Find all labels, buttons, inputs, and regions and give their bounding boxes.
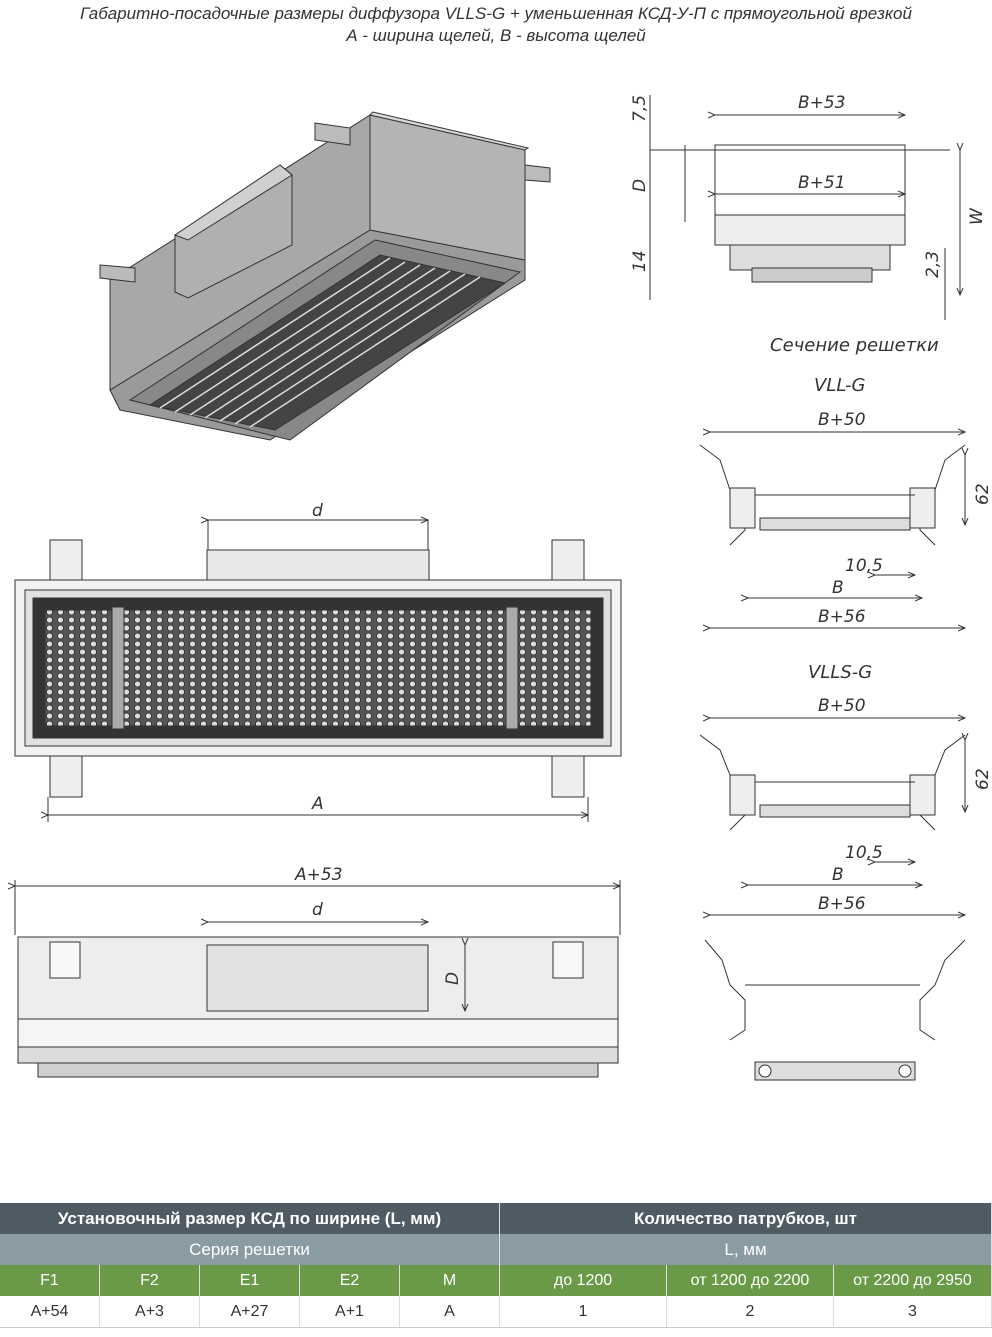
section-top-width: B+53 — [798, 93, 846, 113]
spec-table: Установочный размер КСД по ширине (L, мм… — [0, 1203, 992, 1328]
vlls-g-b: B — [832, 865, 844, 885]
vll-g-drawing — [699, 432, 965, 628]
diagram-subtitle: А - ширина щелей, В - высота щелей — [346, 26, 646, 45]
col-m: M — [399, 1265, 500, 1296]
front-view — [14, 520, 622, 822]
col-1200-2200: от 1200 до 2200 — [666, 1265, 834, 1296]
section-inner-width: B+51 — [798, 173, 846, 193]
section-h3: 14 — [630, 250, 650, 272]
plan-d-label: d — [312, 900, 323, 920]
plan-view — [15, 880, 620, 1078]
vlls-g-top: B+50 — [818, 696, 866, 716]
cell-e2: A+1 — [299, 1296, 400, 1328]
spec-header-row-1: Установочный размер КСД по ширине (L, мм… — [0, 1203, 992, 1234]
cell-f1: A+54 — [0, 1296, 100, 1328]
header-install-size: Установочный размер КСД по ширине (L, мм… — [0, 1203, 500, 1234]
front-a-label: A — [311, 794, 324, 814]
vlls-g-name: VLLS-G — [808, 662, 872, 683]
header-length: L, мм — [499, 1234, 992, 1265]
exploded-detail — [704, 939, 966, 1081]
header-pipe-count: Количество патрубков, шт — [499, 1203, 992, 1234]
col-f2: F2 — [99, 1265, 200, 1296]
vll-g-side: 62 — [973, 483, 992, 505]
section-w: W — [967, 207, 987, 225]
vlls-g-drawing — [699, 718, 965, 915]
vll-g-gap: 10,5 — [845, 556, 883, 576]
col-f1: F1 — [0, 1265, 100, 1296]
vll-g-top: B+50 — [818, 410, 866, 430]
header-grille-series: Серия решетки — [0, 1234, 500, 1265]
isometric-view — [99, 111, 551, 441]
plan-d-height: D — [443, 972, 463, 985]
diagram-title: Габаритно-посадочные размеры диффузора V… — [80, 4, 912, 23]
col-to-1200: до 1200 — [499, 1265, 667, 1296]
spec-data-row: A+54 A+3 A+27 A+1 A 1 2 3 — [0, 1296, 992, 1328]
cell-1200-2200: 2 — [666, 1296, 834, 1328]
vll-g-b: B — [832, 578, 844, 598]
section-caption: Сечение решетки — [770, 335, 939, 356]
col-e1: E1 — [199, 1265, 300, 1296]
section-h2: D — [630, 179, 650, 192]
cell-2200-2950: 3 — [833, 1296, 992, 1328]
vlls-g-gap: 10,5 — [845, 843, 883, 863]
section-h4: 2,3 — [923, 251, 943, 278]
vll-g-name: VLL-G — [814, 375, 865, 396]
section-drawing — [649, 95, 960, 320]
cell-f2: A+3 — [99, 1296, 200, 1328]
vll-g-bottom: B+56 — [818, 607, 866, 627]
vlls-g-bottom: B+56 — [818, 894, 866, 914]
section-h1: 7,5 — [630, 95, 650, 122]
vlls-g-side: 62 — [973, 768, 992, 790]
drawing-canvas: B+53 B+51 7,5 D 14 2,3 W Сечение решетки… — [0, 93, 992, 1081]
cell-m: A — [399, 1296, 500, 1328]
cell-to-1200: 1 — [499, 1296, 667, 1328]
plan-overall: A+53 — [294, 865, 343, 885]
spec-header-row-3: F1 F2 E1 E2 M до 1200 от 1200 до 2200 от… — [0, 1265, 992, 1296]
col-2200-2950: от 2200 до 2950 — [833, 1265, 992, 1296]
col-e2: E2 — [299, 1265, 400, 1296]
front-d-label: d — [312, 501, 323, 521]
cell-e1: A+27 — [199, 1296, 300, 1328]
spec-header-row-2: Серия решетки L, мм — [0, 1234, 992, 1265]
